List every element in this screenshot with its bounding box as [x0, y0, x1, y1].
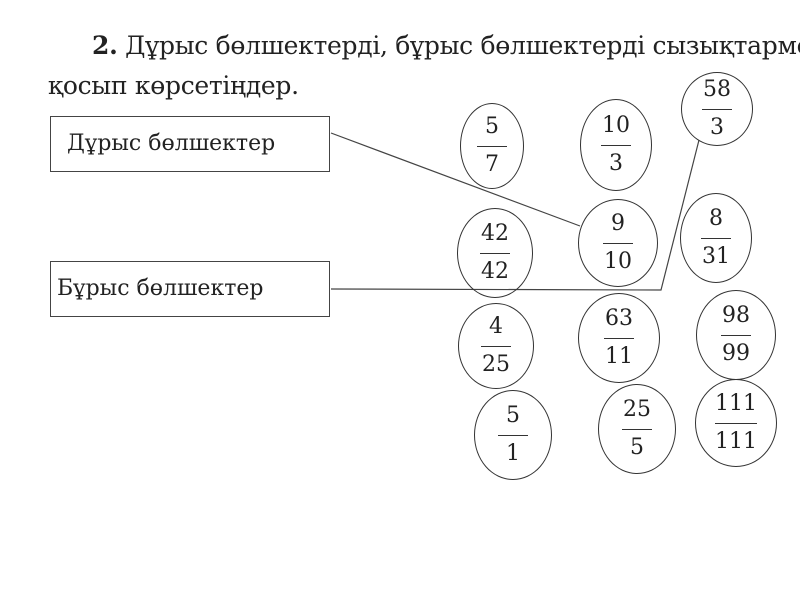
- improper-fractions-box[interactable]: Бұрыс бөлшектер: [50, 261, 330, 317]
- task-line-2: қосып көрсетіңдер.: [48, 71, 299, 100]
- fraction-circle[interactable]: 8 31: [680, 193, 752, 283]
- fraction-circle[interactable]: 111 111: [695, 379, 777, 467]
- improper-fractions-label: Бұрыс бөлшектер: [57, 276, 264, 301]
- fraction-bar: [622, 429, 652, 430]
- fraction-circle[interactable]: 63 11: [578, 293, 660, 383]
- fraction-denominator: 111: [715, 429, 757, 454]
- fraction-numerator: 5: [485, 114, 499, 139]
- fraction-denominator: 42: [481, 259, 509, 284]
- task-text: 2. Дұрыс бөлшектерді, бұрыс бөлшектерді …: [48, 26, 800, 106]
- fraction-denominator: 3: [710, 115, 724, 140]
- fraction-bar: [721, 335, 751, 336]
- fraction-denominator: 3: [609, 151, 623, 176]
- fraction-circle[interactable]: 25 5: [598, 384, 676, 474]
- fraction-numerator: 25: [623, 397, 651, 422]
- fraction-circle[interactable]: 4 25: [458, 303, 534, 389]
- fraction-circle[interactable]: 98 99: [696, 290, 776, 380]
- fraction-circle[interactable]: 9 10: [578, 199, 658, 287]
- fraction-numerator: 58: [703, 77, 731, 102]
- fraction-bar: [481, 346, 511, 347]
- proper-fractions-label: Дұрыс бөлшектер: [67, 131, 276, 156]
- fraction-bar: [603, 243, 633, 244]
- fraction-numerator: 9: [611, 211, 625, 236]
- fraction-circle[interactable]: 5 1: [474, 390, 552, 480]
- fraction-bar: [477, 146, 507, 147]
- connection-line-proper: [330, 132, 581, 227]
- fraction-numerator: 111: [715, 391, 757, 416]
- fraction-numerator: 42: [481, 221, 509, 246]
- fraction-bar: [604, 338, 634, 339]
- fraction-numerator: 4: [489, 314, 503, 339]
- fraction-numerator: 10: [602, 113, 630, 138]
- fraction-numerator: 8: [709, 206, 723, 231]
- fraction-bar: [701, 238, 731, 239]
- fraction-circle[interactable]: 10 3: [580, 99, 652, 191]
- fraction-circle[interactable]: 58 3: [681, 72, 753, 146]
- task-line-1: Дұрыс бөлшектерді, бұрыс бөлшектерді сыз…: [125, 31, 800, 60]
- fraction-bar: [480, 253, 510, 254]
- fraction-denominator: 11: [605, 344, 633, 369]
- fraction-numerator: 98: [722, 303, 750, 328]
- fraction-bar: [498, 435, 528, 436]
- fraction-bar: [601, 145, 631, 146]
- task-number: 2.: [92, 31, 118, 60]
- proper-fractions-box[interactable]: Дұрыс бөлшектер: [50, 116, 330, 172]
- fraction-denominator: 7: [485, 152, 499, 177]
- fraction-circle[interactable]: 5 7: [460, 103, 524, 189]
- fraction-denominator: 5: [630, 435, 644, 460]
- fraction-denominator: 99: [722, 341, 750, 366]
- fraction-bar: [715, 423, 757, 424]
- fraction-denominator: 31: [702, 244, 730, 269]
- fraction-denominator: 10: [604, 249, 632, 274]
- fraction-circle[interactable]: 42 42: [457, 208, 533, 298]
- fraction-denominator: 25: [482, 352, 510, 377]
- fraction-numerator: 63: [605, 306, 633, 331]
- fraction-bar: [702, 109, 732, 110]
- fraction-numerator: 5: [506, 403, 520, 428]
- fraction-denominator: 1: [506, 441, 520, 466]
